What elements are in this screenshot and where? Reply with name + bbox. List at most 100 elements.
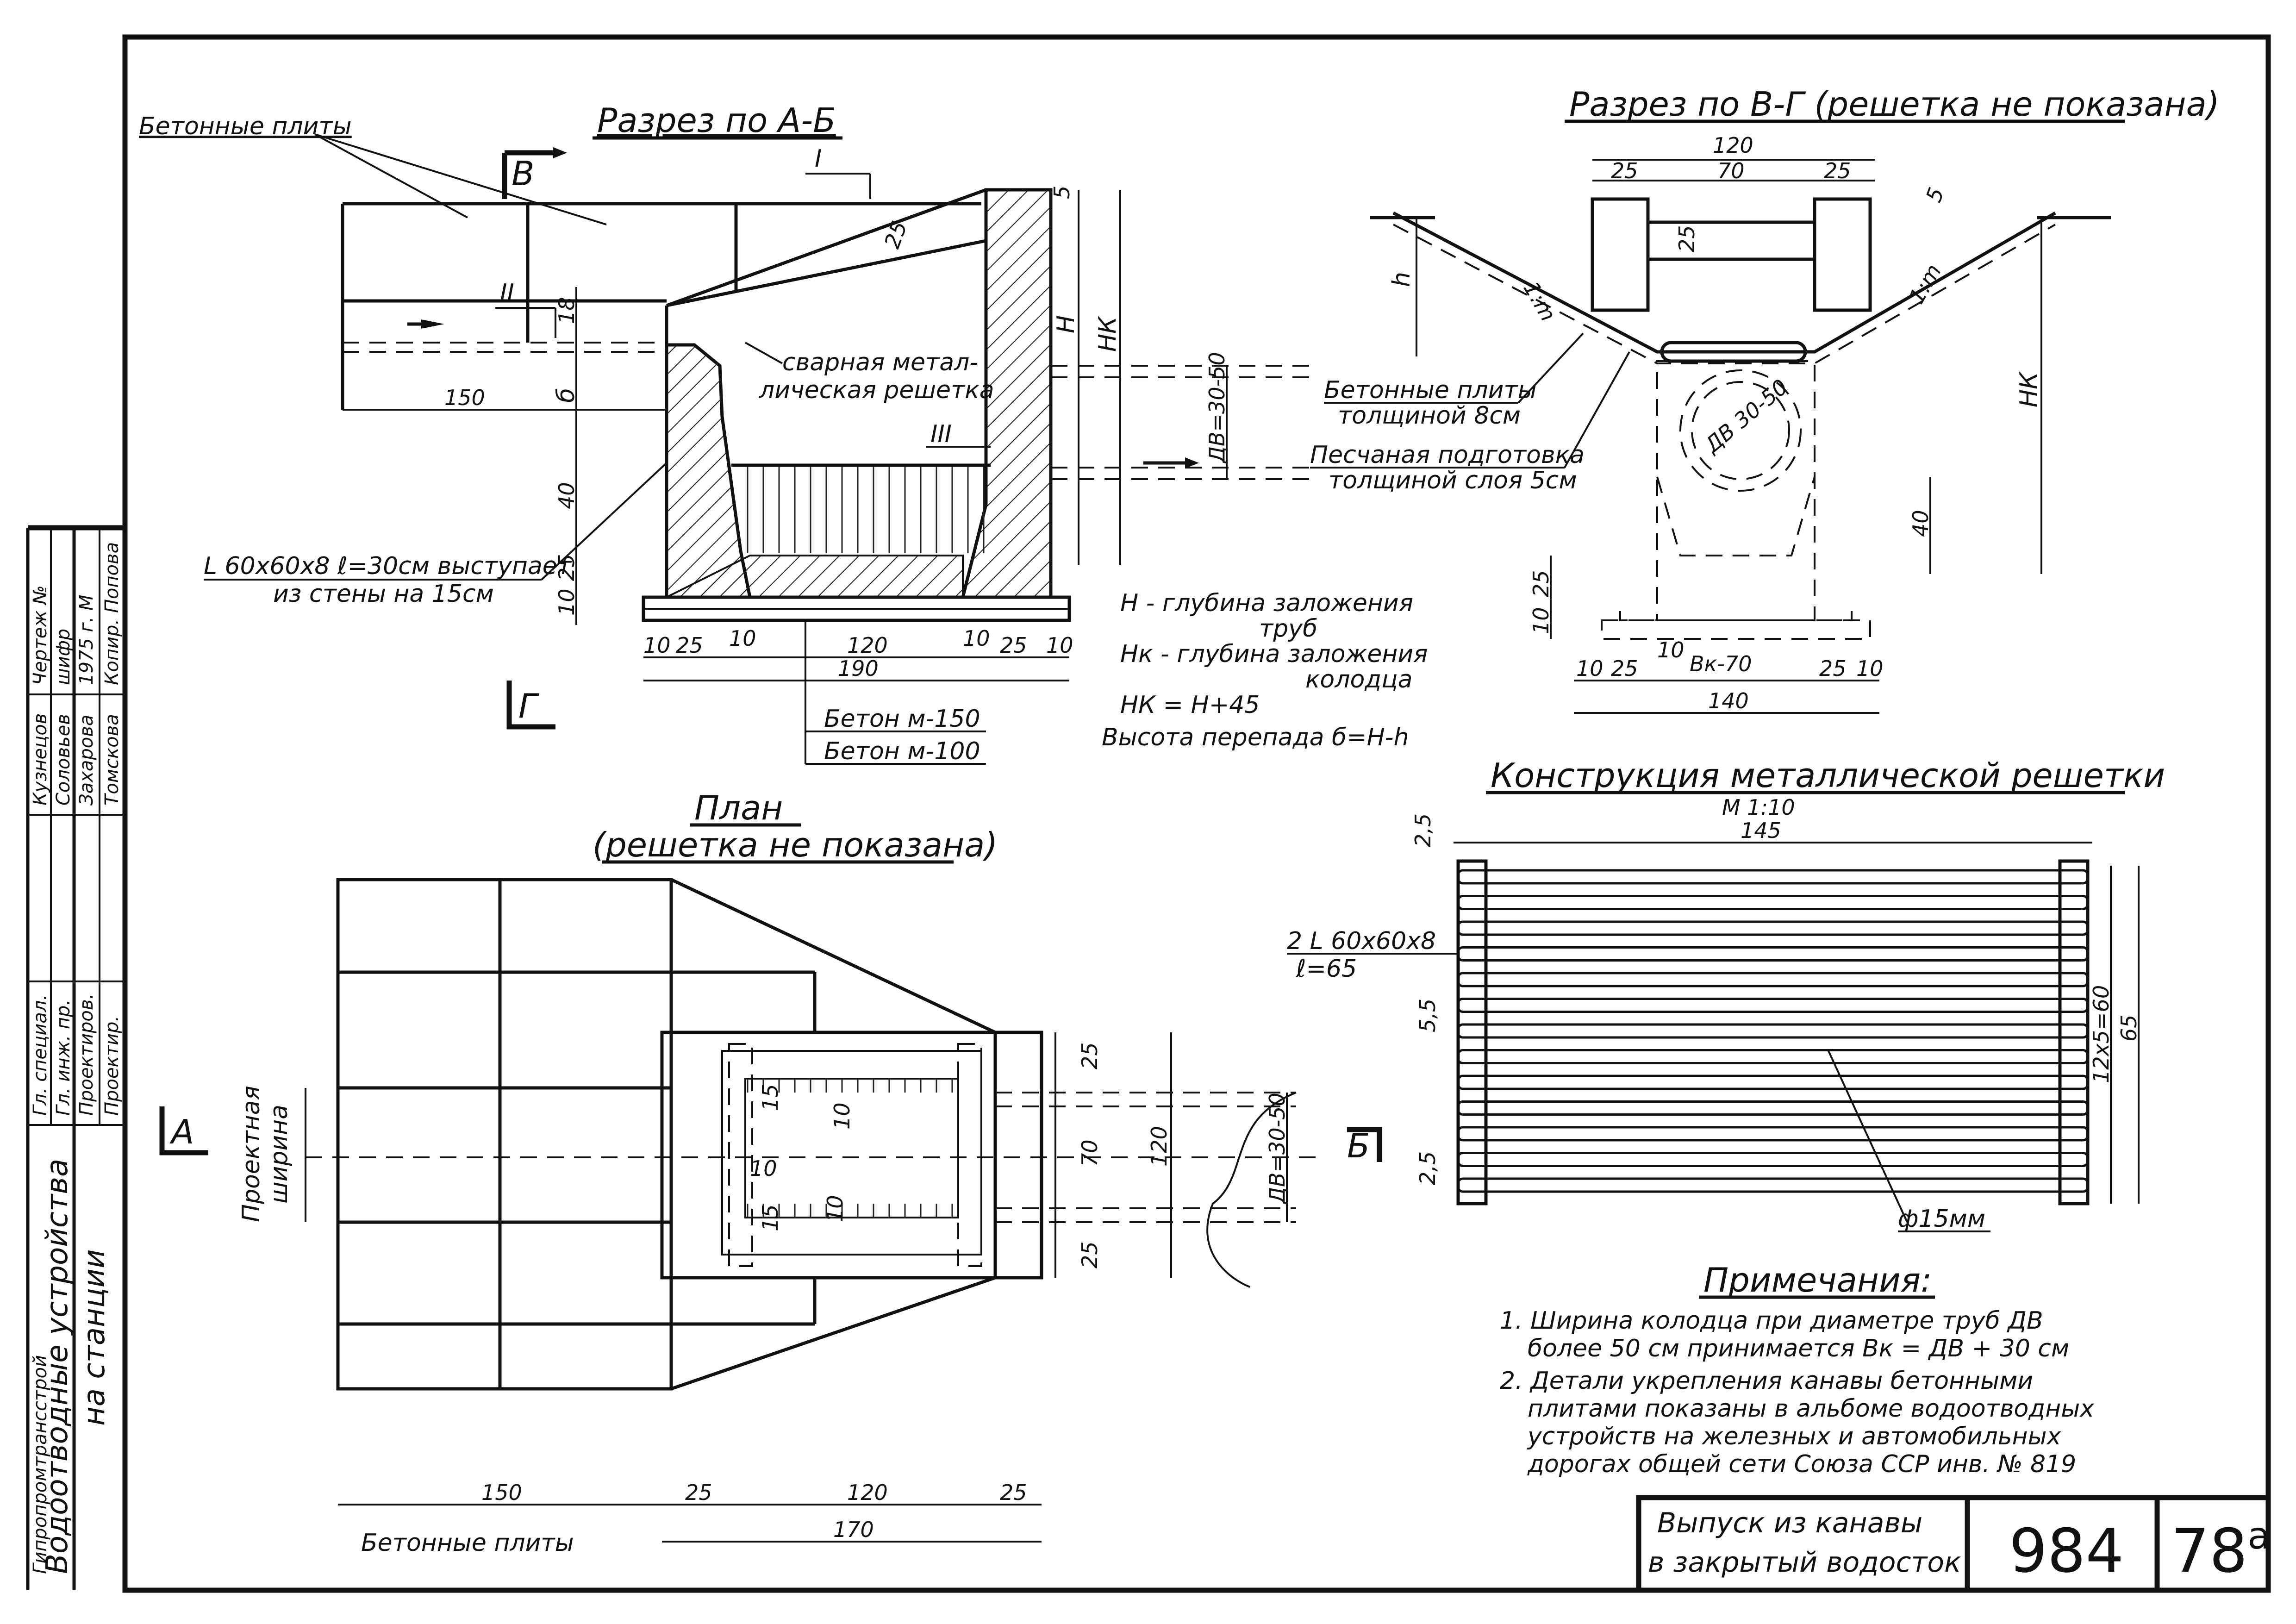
- title-name-1: Выпуск из канавы: [1657, 1507, 1922, 1539]
- grate-rod-bar: [1457, 972, 2089, 987]
- plan-dim-25c: 25: [1000, 1480, 1027, 1505]
- label-angle-2: из стены на 15см: [273, 580, 494, 608]
- vg-slope-2: 1:m: [1904, 260, 1947, 308]
- dim-hk: НК: [1094, 316, 1122, 352]
- vg-dim-bottom-4: Вк-70: [1690, 651, 1752, 676]
- mark-b: В: [512, 154, 534, 193]
- plan-label-slabs: Бетонные плиты: [361, 1529, 574, 1557]
- grate-rod-bar: [1457, 998, 2089, 1013]
- section-v-g: Разрез по В-Г (решетка не показана) 120 …: [1310, 85, 2220, 714]
- stamp-project-2: на станции: [77, 1249, 112, 1426]
- mark-i: I: [815, 145, 822, 173]
- label-grate-1: сварная метал-: [782, 349, 978, 376]
- plan-title: План: [694, 788, 783, 827]
- grate-rod-bar: [1457, 920, 2089, 936]
- vg-label-sand-1: Песчаная подготовка: [1310, 441, 1585, 469]
- grate-rod-bar: [1457, 869, 2089, 885]
- section-vg-title: Разрез по В-Г (решетка не показана): [1569, 85, 2220, 124]
- grate-rod-bar: [1457, 1049, 2089, 1064]
- plan-dim-120b: 120: [847, 1480, 888, 1505]
- dim-dv: ДВ=30-50: [1204, 352, 1229, 464]
- vg-dim-5: 5: [1921, 184, 1949, 206]
- dim-150: 150: [444, 385, 485, 410]
- plan-dim-25b: 25: [1077, 1241, 1102, 1268]
- plan-subtitle: (решетка не показана): [593, 825, 998, 864]
- grate-dim-65: 65: [2116, 1014, 2141, 1042]
- plan-dim-15b: 15: [758, 1204, 783, 1231]
- grate-rod: ф15мм: [1898, 1205, 1985, 1233]
- legend: Н - глубина заложения труб Нк - глубина …: [1102, 589, 1428, 751]
- vg-dim-bottom-2: 25: [1611, 656, 1638, 681]
- vg-dim-bottom-5: 25: [1819, 656, 1847, 681]
- plan-dim-10c: 10: [823, 1195, 848, 1222]
- stamp-col-2: шифр: [53, 629, 74, 685]
- stamp-role-1: Гл. специал.: [30, 994, 51, 1116]
- stamp-org: Гипропромтрансстрой: [30, 1355, 51, 1574]
- grate-rod-bar: [1457, 946, 2089, 962]
- legend-2b: колодца: [1305, 666, 1413, 693]
- vg-label-sand-2: толщиной слоя 5см: [1329, 467, 1577, 494]
- title-sheet: 78а: [2171, 1514, 2270, 1586]
- notes-2a: 2. Детали укрепления канавы бетонными: [1500, 1367, 2033, 1395]
- dim-40: 40: [554, 482, 579, 509]
- mark-iii: III: [930, 420, 952, 448]
- side-stamp: Гипропромтрансстрой Водоотводные устройс…: [26, 525, 125, 1590]
- stamp-col-3: 1975 г. М: [76, 595, 97, 685]
- grate-construction: Конструкция металлической решетки М 1:10…: [1287, 756, 2165, 1233]
- title-block: Выпуск из канавы в закрытый водосток 984…: [1636, 1495, 2271, 1593]
- vg-label-slabs-2: толщиной 8см: [1338, 402, 1521, 430]
- grate-dim-25b: 2,5: [1415, 1151, 1440, 1185]
- stamp-name-4: Томскова: [101, 714, 123, 806]
- vg-dim-hk: НК: [2015, 371, 2043, 407]
- title-code: 984: [2009, 1516, 2124, 1586]
- legend-1a: Н - глубина заложения: [1120, 589, 1413, 617]
- grate-angle-1: 2 L 60x60x8: [1287, 927, 1436, 955]
- stamp-col-1: Чертеж №: [30, 585, 51, 685]
- dim-bottom-2: 25: [676, 633, 703, 658]
- vg-dim-h: h: [1388, 272, 1416, 287]
- dim-h: Н: [1052, 315, 1080, 333]
- stamp-name-1: Кузнецов: [30, 713, 51, 806]
- grate-rod-bar: [1457, 895, 2089, 910]
- plan-label-width-1: Проектная: [237, 1086, 265, 1222]
- vg-pipe: [1679, 369, 1802, 492]
- section-ab-title: Разрез по А-Б: [597, 101, 836, 140]
- stamp-col-4: Копир. Попова: [101, 542, 123, 685]
- grate-bars: [1457, 869, 2089, 1193]
- stamp-role-4: Проектир.: [101, 1016, 123, 1116]
- dim-bottom-1: 10: [643, 633, 671, 658]
- dim-18: 18: [554, 297, 579, 324]
- vg-dim-140: 140: [1708, 688, 1749, 713]
- vg-dim-bottom-6: 10: [1856, 656, 1884, 681]
- plan-view: План (решетка не показана) 15: [159, 788, 1382, 1557]
- vg-dim-25l: 25: [1529, 570, 1554, 597]
- vg-dim-25b: 25: [1824, 158, 1851, 183]
- grate-dim-55: 5,5: [1415, 999, 1440, 1032]
- notes: Примечания: 1. Ширина колодца при диамет…: [1500, 1261, 2095, 1478]
- plan-slab-grid: [336, 878, 817, 1391]
- grate-rod-bar: [1457, 1126, 2089, 1142]
- grate-title: Конструкция металлической решетки: [1491, 756, 2165, 795]
- plan-dim-170: 170: [833, 1517, 874, 1542]
- dim-bottom-6: 25: [1000, 633, 1027, 658]
- vg-dim-bottom-1: 10: [1576, 656, 1603, 681]
- dim-bottom-5: 10: [963, 626, 990, 651]
- plan-dim-10a: 10: [830, 1102, 855, 1130]
- legend-4: Высота перепада б=Н-h: [1102, 724, 1409, 751]
- grate-scale: М 1:10: [1722, 795, 1795, 820]
- plan-well: [660, 1031, 1043, 1280]
- title-sheet-num: 78: [2171, 1516, 2247, 1586]
- vg-block-left: [1591, 197, 1650, 312]
- grate-dim-25: 2,5: [1410, 813, 1435, 847]
- grate-dim-145: 145: [1741, 818, 1781, 843]
- plan-dim-25t: 25: [1077, 1042, 1102, 1069]
- section-a-b: Разрез по А-Б Бетонные плиты В: [139, 101, 1310, 765]
- vg-block-right: [1813, 197, 1872, 312]
- notes-1b: более 50 см принимается Вк = ДВ + 30 см: [1528, 1335, 2069, 1362]
- mark-ii: II: [500, 279, 514, 307]
- plan-dim-25a: 25: [685, 1480, 712, 1505]
- stamp-name-3: Захарова: [76, 715, 97, 806]
- stamp-project-1: Водоотводные устройства: [40, 1159, 75, 1574]
- legend-1b: труб: [1259, 615, 1317, 643]
- notes-2c: устройств на железных и автомобильных: [1527, 1423, 2062, 1450]
